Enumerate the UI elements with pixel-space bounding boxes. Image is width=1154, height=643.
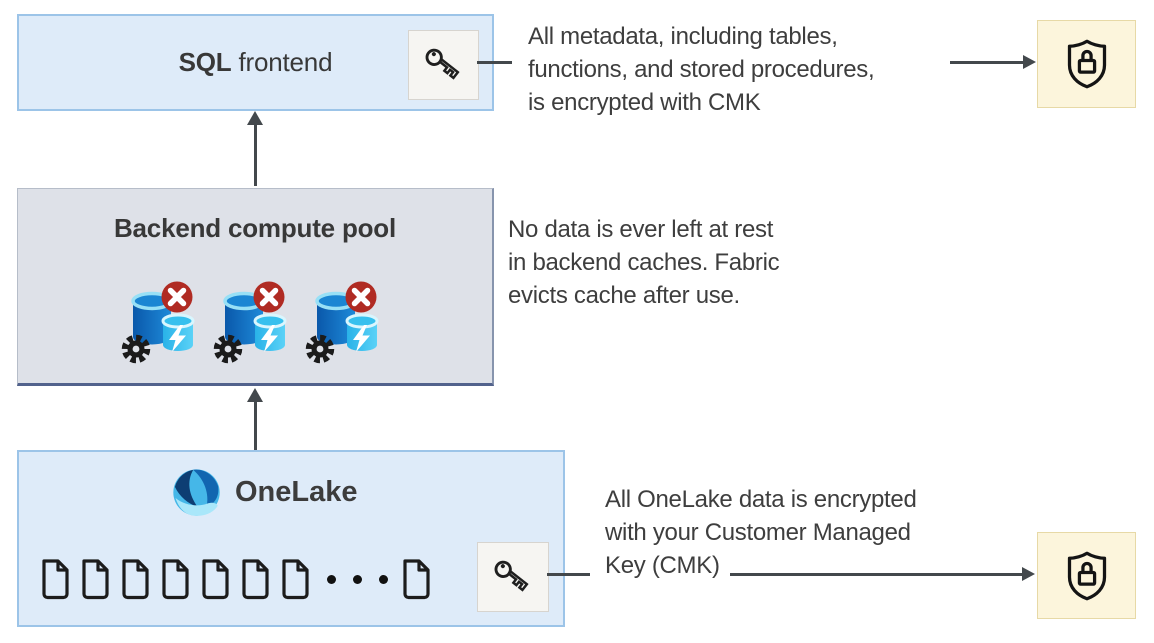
annotation-line: All OneLake data is encrypted	[605, 486, 917, 513]
arrow-text-to-bottom-shield-head	[1022, 567, 1035, 581]
onelake-logo	[173, 469, 220, 516]
cmk-shield-box-top	[1037, 20, 1136, 108]
arrow-onelake-to-backend-line	[254, 400, 257, 450]
document-icon	[282, 559, 309, 600]
document-icon	[202, 559, 229, 600]
document-icon	[122, 559, 149, 600]
compute-cache-icon	[209, 279, 301, 367]
arrow-text-to-bottom-shield-line	[730, 573, 1023, 576]
connector-sqlkey-to-text	[477, 61, 512, 64]
ellipsis-dots	[327, 574, 388, 584]
backend-compute-pool-title: Backend compute pool	[113, 213, 397, 243]
document-icon	[82, 559, 109, 600]
arrow-text-to-top-shield-line	[950, 61, 1025, 64]
annotation-line: No data is ever left at rest	[508, 216, 774, 243]
metadata-cmk-annotation: All metadata, including tables, function…	[528, 20, 875, 119]
document-icon	[242, 559, 269, 600]
onelake-key-box	[477, 542, 549, 612]
annotation-line: evicts cache after use.	[508, 282, 740, 309]
compute-cache-icon	[301, 279, 393, 367]
backend-cache-annotation: No data is ever left at rest in backend …	[508, 213, 780, 312]
key-icon	[491, 557, 531, 594]
arrow-text-to-top-shield-head	[1023, 55, 1036, 69]
document-row	[37, 558, 438, 600]
annotation-line: in backend caches. Fabric	[508, 249, 780, 276]
arrow-onelake-to-backend-head	[247, 388, 263, 402]
document-icon	[403, 559, 430, 600]
sql-frontend-box: SQL frontend	[17, 14, 494, 111]
shield-lock-icon	[1067, 39, 1106, 89]
document-icon	[162, 559, 189, 600]
onelake-header: OneLake	[170, 466, 358, 519]
annotation-line: is encrypted with CMK	[528, 89, 761, 116]
arrow-backend-to-frontend-head	[247, 111, 263, 125]
onelake-box: OneLake	[17, 450, 565, 627]
ellipsis-dot	[353, 574, 362, 584]
compute-node-row	[18, 279, 492, 367]
annotation-line: with your Customer Managed	[605, 519, 911, 546]
compute-cache-icon	[117, 279, 209, 367]
connector-onelakekey-to-text	[547, 573, 590, 576]
onelake-cmk-annotation: All OneLake data is encrypted with your …	[605, 483, 917, 582]
cmk-shield-box-bottom	[1037, 532, 1136, 619]
backend-compute-pool-box: Backend compute pool	[17, 188, 494, 386]
onelake-title: OneLake	[235, 476, 358, 508]
key-icon	[422, 45, 462, 82]
annotation-line: All metadata, including tables,	[528, 23, 838, 50]
sql-frontend-key-box	[408, 30, 479, 100]
annotation-line: functions, and stored procedures,	[528, 56, 875, 83]
document-icon	[42, 559, 69, 600]
annotation-line: Key (CMK)	[605, 552, 720, 579]
ellipsis-dot	[327, 574, 336, 584]
sql-frontend-title: SQL frontend	[19, 16, 492, 109]
shield-lock-icon	[1067, 551, 1106, 600]
sql-frontend-title-bold: SQL	[178, 47, 232, 77]
sql-frontend-title-rest: frontend	[231, 47, 333, 77]
arrow-backend-to-frontend-line	[254, 124, 257, 186]
ellipsis-dot	[379, 574, 388, 584]
